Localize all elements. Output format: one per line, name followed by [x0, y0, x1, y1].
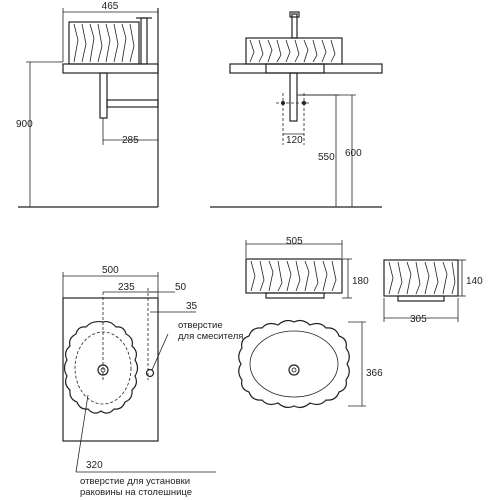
- note-install-line2: раковины на столешнице: [80, 487, 192, 498]
- elevation-basin-base: [265, 292, 325, 299]
- dim-320-label: 320: [86, 460, 103, 471]
- basin-side-ribs: [73, 23, 135, 63]
- faucet-body: [140, 17, 148, 65]
- dim-505-label: 505: [286, 236, 303, 247]
- small-basin-base: [397, 295, 445, 302]
- top-basin-outline: [63, 320, 139, 414]
- top-drain-inner: [100, 367, 106, 373]
- basin-plan: 366: [238, 319, 383, 409]
- dim-285-label: 285: [122, 135, 139, 146]
- dim-120-label: 120: [286, 135, 303, 146]
- dim-140-label: 140: [466, 276, 483, 287]
- plan-drain: [288, 364, 300, 376]
- drain-pipe-vertical: [99, 72, 108, 119]
- plan-drain-inner: [291, 367, 297, 373]
- dim-366-label: 366: [366, 368, 383, 379]
- dim-35-label: 35: [186, 301, 198, 312]
- top-basin-cutout: [74, 331, 132, 405]
- top-drain: [97, 364, 109, 376]
- dim-180-label: 180: [352, 276, 369, 287]
- dim-305-label: 305: [410, 314, 427, 325]
- countertop: [62, 63, 159, 74]
- basin-side: [68, 21, 140, 65]
- top-view: 500 235 50 35 отверстие для смесителя 32…: [62, 265, 243, 498]
- note-mixer-line2: для смесителя: [178, 331, 243, 342]
- dim-900-label: 900: [16, 119, 33, 130]
- basin-elevation: 505 180: [245, 236, 369, 299]
- front-basin-ribs: [249, 39, 336, 63]
- drain-pipe-horizontal: [106, 99, 159, 108]
- front-countertop: [229, 63, 383, 74]
- side-view: 465 900 285: [16, 1, 159, 208]
- basin-small: 140 305: [383, 259, 483, 325]
- elevation-basin-ribs: [250, 260, 337, 292]
- small-basin: [383, 259, 459, 297]
- front-basin: [245, 37, 343, 65]
- front-faucet-head: [289, 11, 300, 18]
- leader-320: [75, 394, 89, 473]
- dim-50-label: 50: [175, 282, 187, 293]
- mixer-leader: [151, 333, 169, 371]
- mixer-hole: [145, 368, 155, 378]
- dim-550-label: 550: [318, 152, 335, 163]
- small-basin-ribs: [388, 261, 456, 295]
- note-mixer-line1: отверстие: [178, 320, 223, 331]
- top-countertop: [62, 297, 159, 442]
- front-drain-pipe: [289, 72, 298, 122]
- dim-500-label: 500: [102, 265, 119, 276]
- dim-465-label: 465: [102, 1, 119, 12]
- plan-basin-inner: [249, 330, 339, 398]
- note-install-line1: отверстие для установки: [80, 476, 190, 487]
- dim-600-label: 600: [345, 148, 362, 159]
- front-faucet: [291, 13, 298, 39]
- front-view: 120 550 600: [210, 11, 383, 208]
- front-basin-base: [265, 63, 325, 74]
- plan-basin-outline: [238, 319, 350, 409]
- dim-235-label: 235: [118, 282, 135, 293]
